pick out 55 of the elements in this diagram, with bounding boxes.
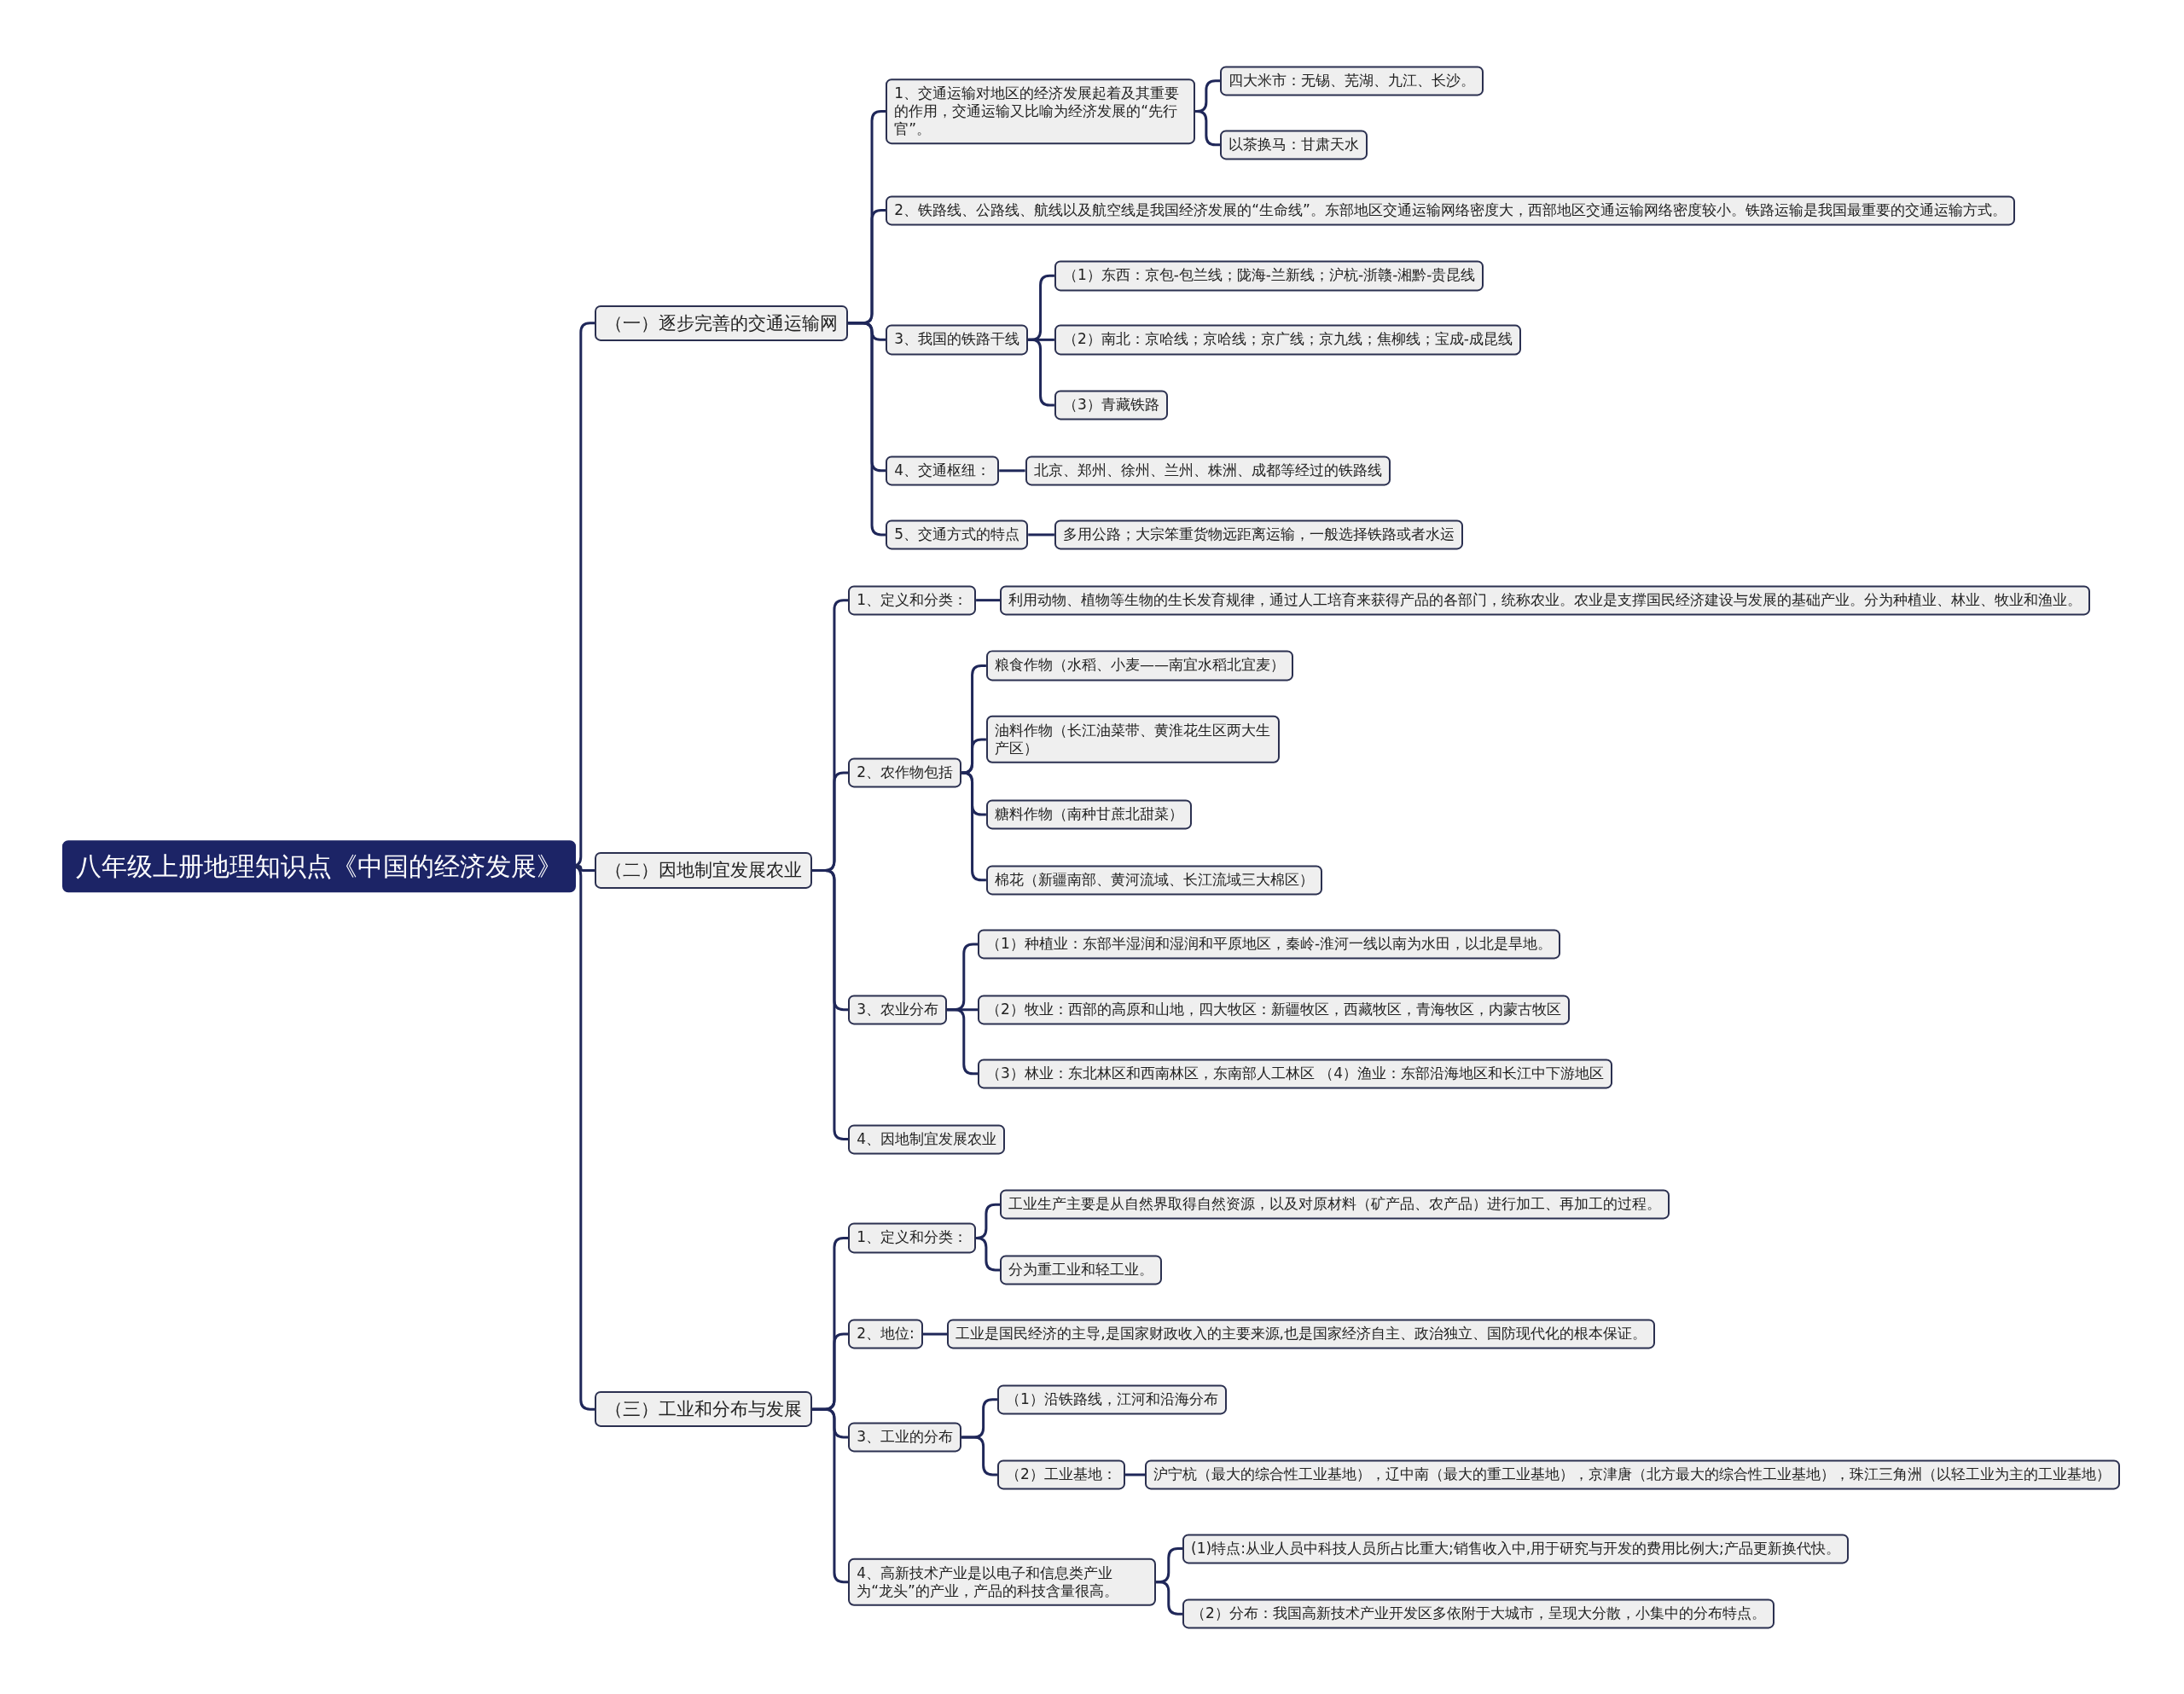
topic-box: （2）牧业：西部的高原和山地，四大牧区：新疆牧区，西藏牧区，青海牧区，内蒙古牧区 bbox=[978, 995, 1570, 1025]
topic-box: 多用公路；大宗笨重货物远距离运输，一般选择铁路或者水运 bbox=[1054, 519, 1463, 550]
topic-box: （3）青藏铁路 bbox=[1054, 390, 1168, 421]
topic-box: （1）东西：京包-包兰线；陇海-兰新线；沪杭-浙赣-湘黔-贵昆线 bbox=[1054, 260, 1484, 291]
connector-line bbox=[976, 599, 1001, 602]
connector-line bbox=[812, 868, 849, 1140]
topic-box: 3、工业的分布 bbox=[848, 1422, 962, 1453]
connector-line bbox=[812, 1407, 849, 1584]
connector-line bbox=[999, 469, 1025, 473]
topic-box: （2）南北：京哈线；京哈线；京广线；京九线；焦柳线；宝成-成昆线 bbox=[1054, 324, 1521, 355]
topic-box: 3、我国的铁路干线 bbox=[886, 324, 1029, 355]
topic-box: 4、因地制宜发展农业 bbox=[848, 1123, 1006, 1155]
branch-topic: （三）工业和分布与发展 bbox=[595, 1391, 813, 1428]
connector-line bbox=[961, 738, 986, 774]
topic-box: 以茶换马：甘肃天水 bbox=[1220, 130, 1368, 160]
topic-box: 5、交通方式的特点 bbox=[886, 519, 1029, 550]
topic-box: 分为重工业和轻工业。 bbox=[1000, 1255, 1163, 1285]
connector-line bbox=[1124, 1473, 1146, 1476]
topic-box: 棉花（新疆南部、黄河流域、长江流域三大棉区） bbox=[985, 865, 1322, 896]
topic-box: 工业是国民经济的主导,是国家财政收入的主要来源,也是国家经济自主、政治独立、国防现代化的根本保证。 bbox=[947, 1319, 1655, 1349]
topic-box: 1、定义和分类： bbox=[848, 1222, 977, 1254]
topic-box: 利用动物、植物等生物的生长发育规律，通过人工培育来获得产品的各部门，统称农业。农业是支撑国民经济建设与发展的基础产业。分为种植业、林业、牧业和渔业。 bbox=[1000, 585, 2091, 616]
connector-line bbox=[975, 1236, 1001, 1272]
topic-box: 4、高新技术产业是以电子和信息类产业为“龙头”的产业，产品的科技含量很高。 bbox=[848, 1558, 1157, 1606]
topic-box: 2、地位: bbox=[848, 1319, 923, 1349]
topic-box: （2）工业基地： bbox=[996, 1459, 1125, 1490]
connector-line bbox=[1028, 533, 1054, 537]
connector-line bbox=[961, 1436, 997, 1476]
branch-topic: （一）逐步完善的交通运输网 bbox=[595, 305, 849, 341]
topic-box: （1）种植业：东部半湿润和湿润和平原地区，秦岭-淮河一线以南为水田，以北是旱地。 bbox=[978, 929, 1561, 960]
topic-box: 3、农业分布 bbox=[848, 995, 948, 1025]
connector-line bbox=[922, 1332, 948, 1336]
topic-box: 工业生产主要是从自然界取得自然资源，以及对原材料（矿产品、农产品）进行加工、再加工的过程。 bbox=[1000, 1189, 1670, 1220]
topic-box: 四大米市：无锡、芜湖、九江、长沙。 bbox=[1220, 66, 1484, 96]
topic-box: 粮食作物（水稻、小麦——南宜水稻北宜麦） bbox=[985, 650, 1293, 682]
topic-box: (1)特点:从业人员中科技人员所占比重大;销售收入中,用于研究与开发的费用比例大;产品更新换代快。 bbox=[1182, 1533, 1849, 1564]
connector-line bbox=[947, 1008, 979, 1076]
topic-box: 1、交通运输对地区的经济发展起着及其重要的作用，交通运输又比喻为经济发展的“先行官”。 bbox=[886, 78, 1195, 145]
topic-box: 北京、郑州、徐州、兰州、株洲、成都等经过的铁路线 bbox=[1025, 455, 1391, 486]
connector-line bbox=[576, 865, 595, 872]
central-topic: 八年级上册地理知识点《中国的经济发展》 bbox=[62, 839, 577, 893]
topic-box: （3）林业：东北林区和西南林区，东南部人工林区 （4）渔业：东部沿海地区和长江中下游地区 bbox=[978, 1059, 1613, 1089]
topic-box: 油料作物（长江油菜带、黄淮花生区两大生产区） bbox=[985, 715, 1281, 764]
topic-box: 沪宁杭（最大的综合性工业基地），辽中南（最大的重工业基地），京津唐（北方最大的综合性工业基地），珠江三角洲（以轻工业为主的工业基地） bbox=[1145, 1459, 2120, 1490]
topic-box: （1）沿铁路线，江河和沿海分布 bbox=[996, 1384, 1227, 1415]
topic-box: （2）分布：我国高新技术产业开发区多依附于大城市，呈现大分散，小集中的分布特点。 bbox=[1182, 1598, 1774, 1629]
connector-line bbox=[1194, 110, 1221, 147]
topic-box: 2、铁路线、公路线、航线以及航空线是我国经济发展的“生命线”。东部地区交通运输网络密度大，西部地区交通运输网络密度较小。铁路运输是我国最重要的交通运输方式。 bbox=[886, 194, 2015, 226]
connector-line bbox=[848, 322, 886, 537]
topic-box: 糖料作物（南种甘蔗北甜菜） bbox=[985, 799, 1192, 830]
topic-box: 1、定义和分类： bbox=[848, 585, 977, 616]
branch-topic: （二）因地制宜发展农业 bbox=[595, 852, 813, 889]
topic-box: 2、农作物包括 bbox=[848, 757, 962, 788]
connector-line bbox=[1156, 1581, 1183, 1616]
topic-box: 4、交通枢纽： bbox=[886, 455, 1000, 486]
